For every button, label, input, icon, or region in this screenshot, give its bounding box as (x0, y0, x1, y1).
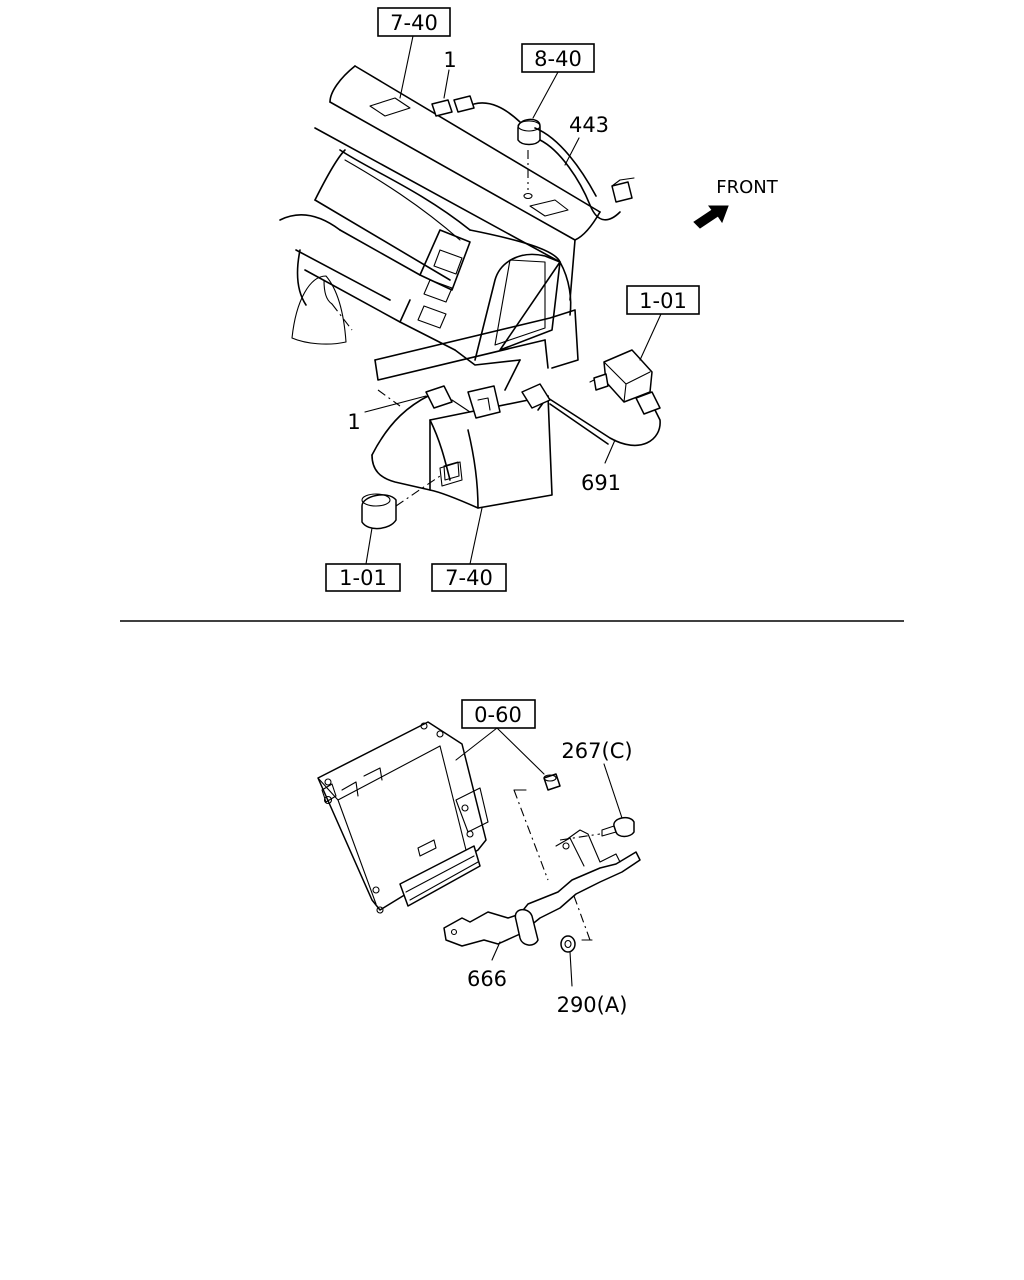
ref-1-01-right-label: 1-01 (639, 289, 687, 313)
ref-box-7-40-top: 7-40 (377, 7, 451, 37)
front-label: FRONT (716, 177, 778, 198)
switch-1-01-right (589, 349, 653, 403)
harness-443 (534, 127, 635, 221)
ref-box-0-60: 0-60 (461, 699, 536, 729)
ref-box-8-40: 8-40 (521, 43, 595, 73)
bracket-666 (443, 829, 641, 947)
nut-290 (560, 895, 593, 953)
nut-0-60 (513, 773, 561, 881)
part-267-label: 267(C) (561, 739, 632, 763)
ref-0-60-label: 0-60 (474, 703, 522, 727)
ref-7-40-bottom-label: 7-40 (445, 566, 493, 590)
front-arrow-icon (693, 205, 729, 229)
harness-691 (425, 383, 661, 447)
control-unit-drawing (317, 721, 489, 914)
connector-upper-left (431, 95, 521, 123)
switch-1-01-bottom (361, 475, 441, 530)
bulb-socket-8-40 (517, 118, 541, 200)
instrument-panel-drawing (279, 65, 601, 509)
ref-box-1-01-right: 1-01 (626, 285, 700, 315)
bolt-267 (559, 816, 635, 841)
part-443-label: 443 (569, 113, 609, 137)
part-691-label: 691 (581, 471, 621, 495)
lower-assembly: 0-60 267(C) 666 290(A) (317, 699, 641, 1017)
leader-lines-upper (364, 35, 662, 565)
part-666-label: 666 (467, 967, 507, 991)
part-1-top-label: 1 (443, 48, 456, 72)
ref-1-01-bottom-label: 1-01 (339, 566, 387, 590)
ref-box-1-01-bottom: 1-01 (325, 563, 401, 592)
leader-lines-lower (455, 727, 623, 987)
upper-assembly: 7-40 8-40 1-01 1-01 7-40 1 443 FRONT 1 6… (279, 7, 779, 592)
ref-8-40-label: 8-40 (534, 47, 582, 71)
part-1-left-label: 1 (347, 410, 360, 434)
part-290-label: 290(A) (557, 993, 628, 1017)
ref-7-40-top-label: 7-40 (390, 11, 438, 35)
ref-box-7-40-bottom: 7-40 (431, 563, 507, 592)
